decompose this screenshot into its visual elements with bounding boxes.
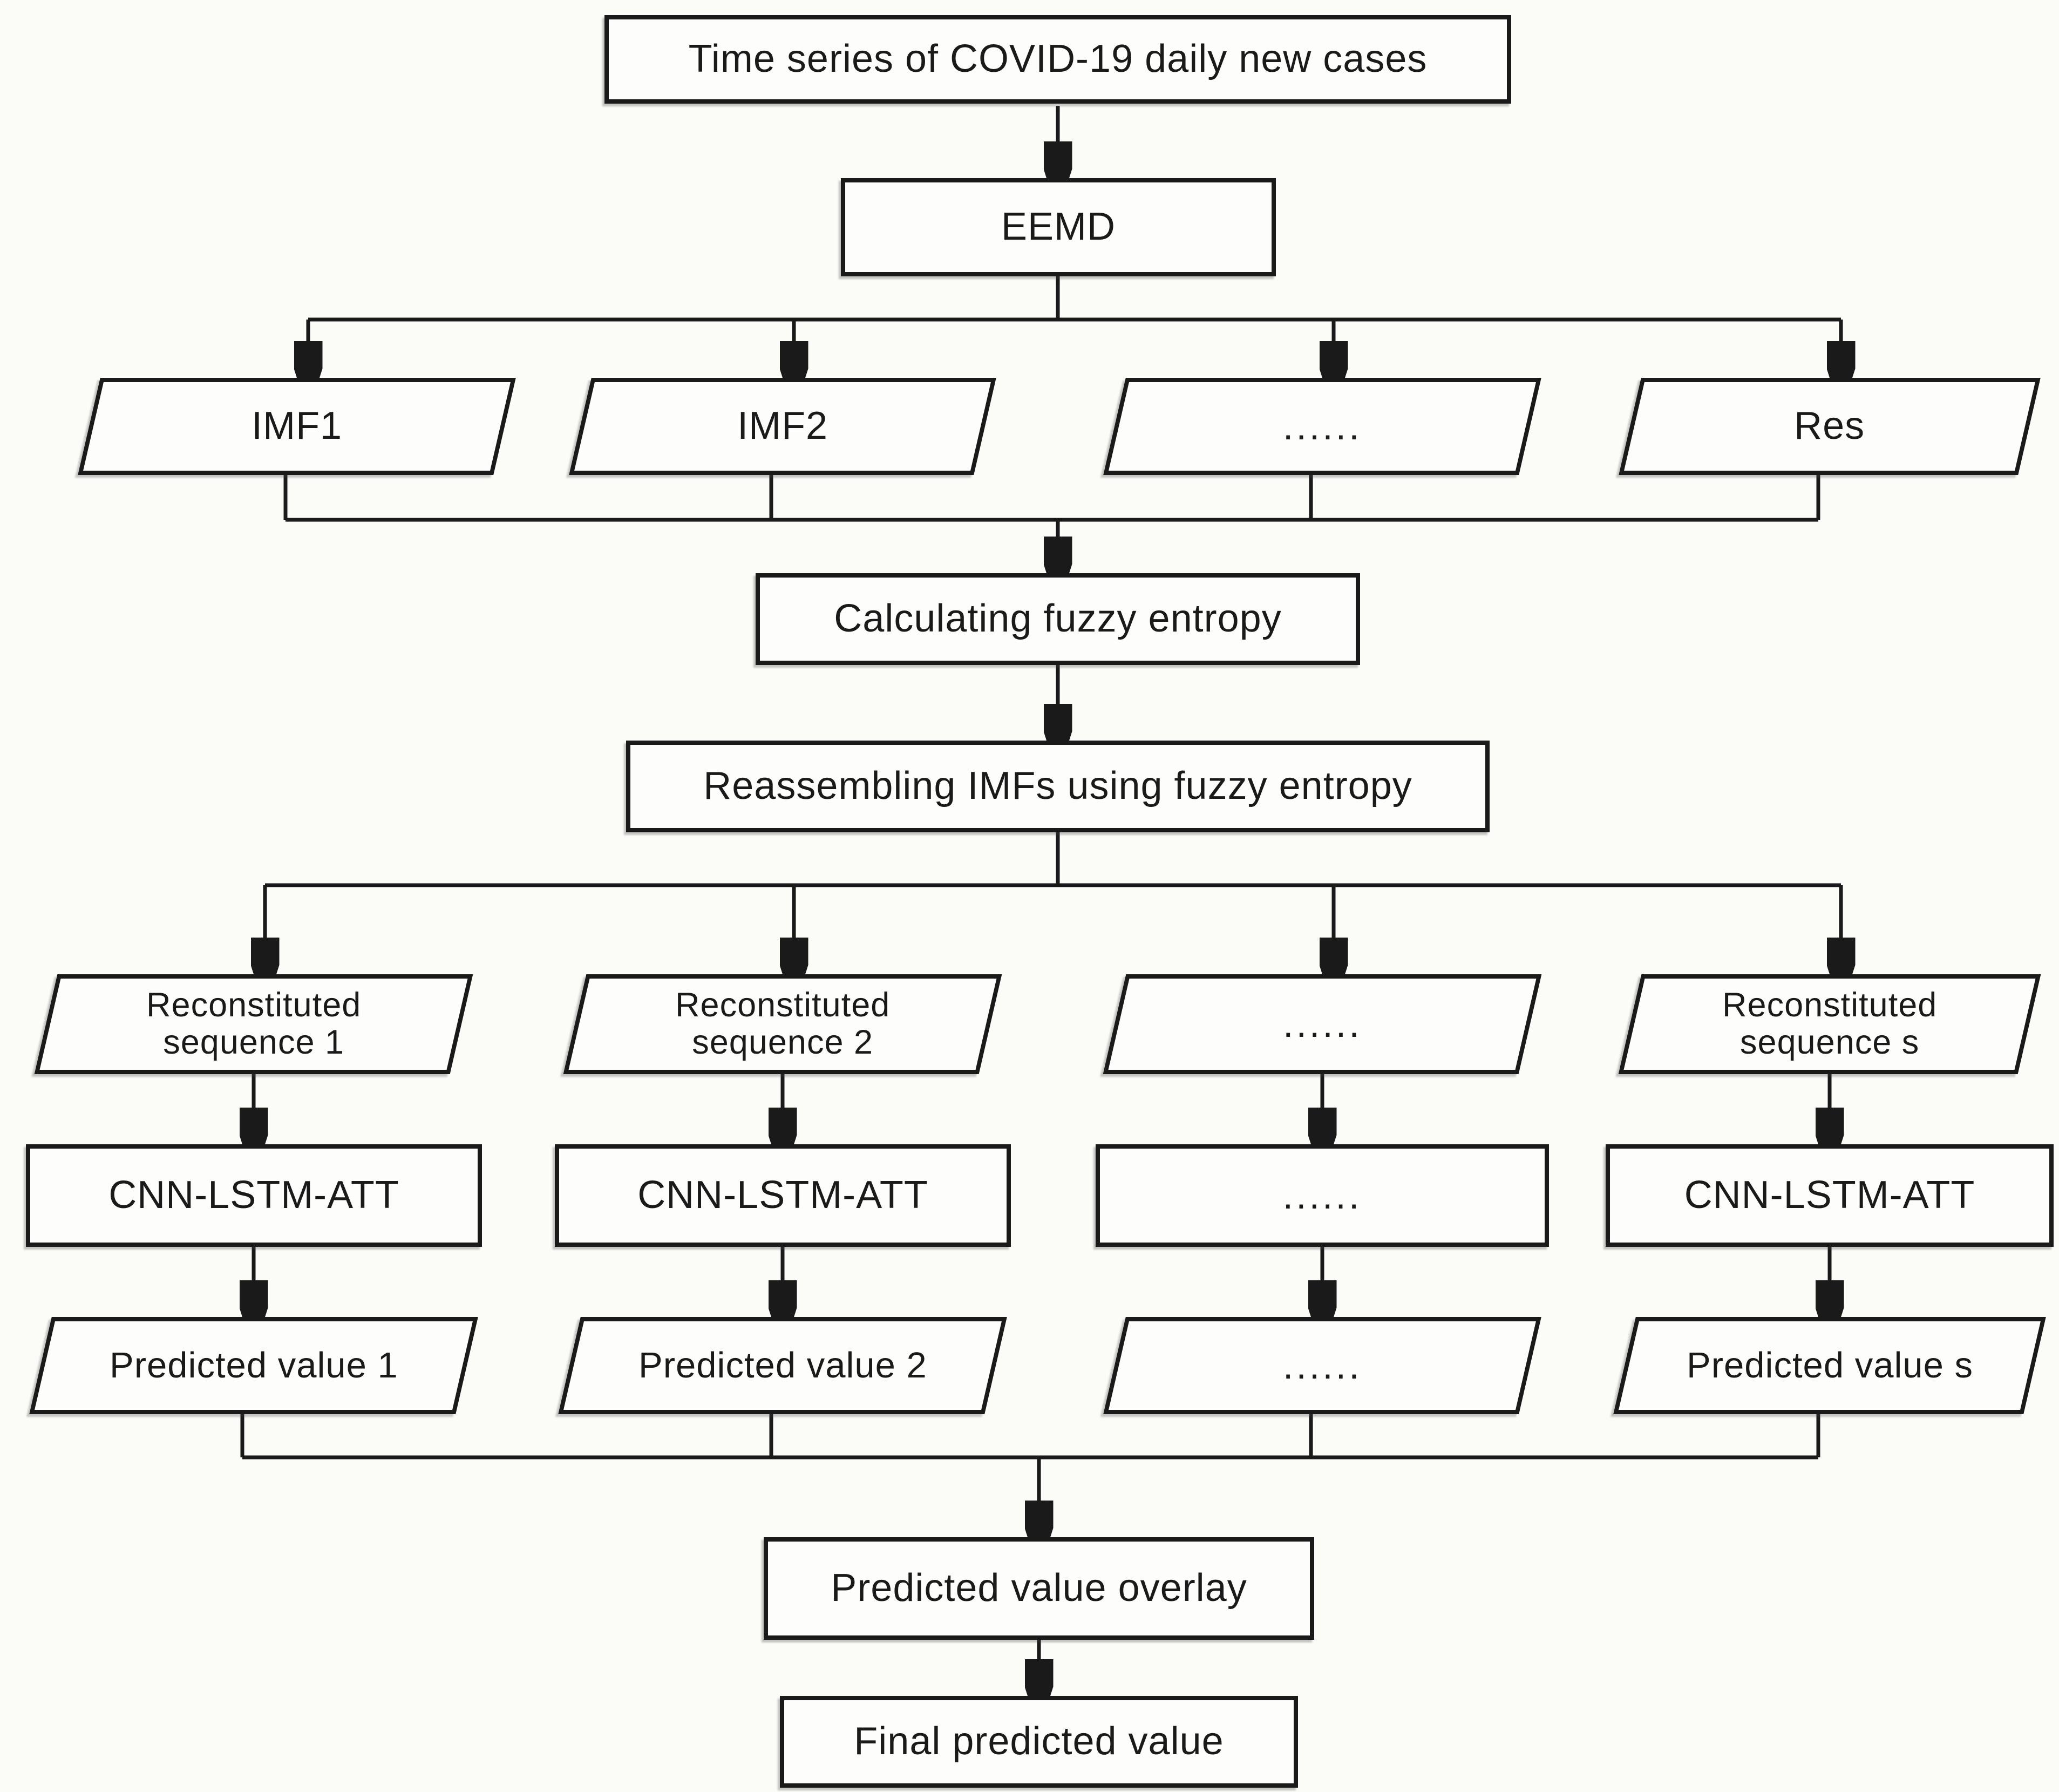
predicted1-parallelogram: Predicted value 1	[29, 1317, 478, 1414]
predicted-s-parallelogram: Predicted value s	[1613, 1317, 2046, 1414]
imf1-parallelogram: IMF1	[78, 378, 516, 475]
model2-label: CNN-LSTM-ATT	[637, 1173, 928, 1217]
input-box: Time series of COVID-19 daily new cases	[604, 15, 1511, 104]
final-label: Final predicted value	[854, 1720, 1224, 1763]
model1-box: CNN-LSTM-ATT	[26, 1144, 482, 1247]
imf-ellipsis-parallelogram: ......	[1103, 378, 1541, 475]
calc-entropy-box: Calculating fuzzy entropy	[756, 573, 1360, 665]
flow-connectors	[242, 106, 1841, 1696]
imf-ellipsis-label: ......	[1282, 405, 1362, 447]
reassemble-label: Reassembling IMFs using fuzzy entropy	[703, 764, 1412, 808]
final-box: Final predicted value	[780, 1696, 1298, 1788]
imf2-parallelogram: IMF2	[569, 378, 996, 475]
imf2-label: IMF2	[737, 404, 828, 448]
predicted-ellipsis-parallelogram: ......	[1103, 1317, 1541, 1414]
calc-entropy-label: Calculating fuzzy entropy	[834, 597, 1282, 641]
model1-label: CNN-LSTM-ATT	[108, 1173, 399, 1217]
model4-label: CNN-LSTM-ATT	[1684, 1173, 1975, 1217]
predicted-s-label: Predicted value s	[1686, 1345, 1973, 1386]
predicted1-label: Predicted value 1	[109, 1345, 398, 1386]
imf1-label: IMF1	[251, 404, 342, 448]
eemd-box-label: EEMD	[1001, 205, 1116, 249]
sequence-ellipsis-parallelogram: ......	[1103, 974, 1542, 1074]
model2-box: CNN-LSTM-ATT	[555, 1144, 1011, 1247]
predicted-ellipsis-label: ......	[1282, 1344, 1362, 1387]
reassemble-box: Reassembling IMFs using fuzzy entropy	[626, 741, 1490, 832]
predicted2-label: Predicted value 2	[638, 1345, 927, 1386]
predicted2-parallelogram: Predicted value 2	[558, 1317, 1007, 1414]
eemd-box: EEMD	[841, 178, 1276, 276]
overlay-label: Predicted value overlay	[831, 1566, 1247, 1610]
input-box-label: Time series of COVID-19 daily new cases	[688, 37, 1428, 81]
res-label: Res	[1794, 404, 1865, 448]
overlay-box: Predicted value overlay	[764, 1537, 1314, 1640]
res-parallelogram: Res	[1619, 378, 2041, 475]
model-ellipsis-box: ......	[1096, 1144, 1549, 1247]
model-ellipsis-label: ......	[1282, 1174, 1362, 1217]
sequence-ellipsis-label: ......	[1282, 1003, 1362, 1045]
model4-box: CNN-LSTM-ATT	[1606, 1144, 2054, 1247]
